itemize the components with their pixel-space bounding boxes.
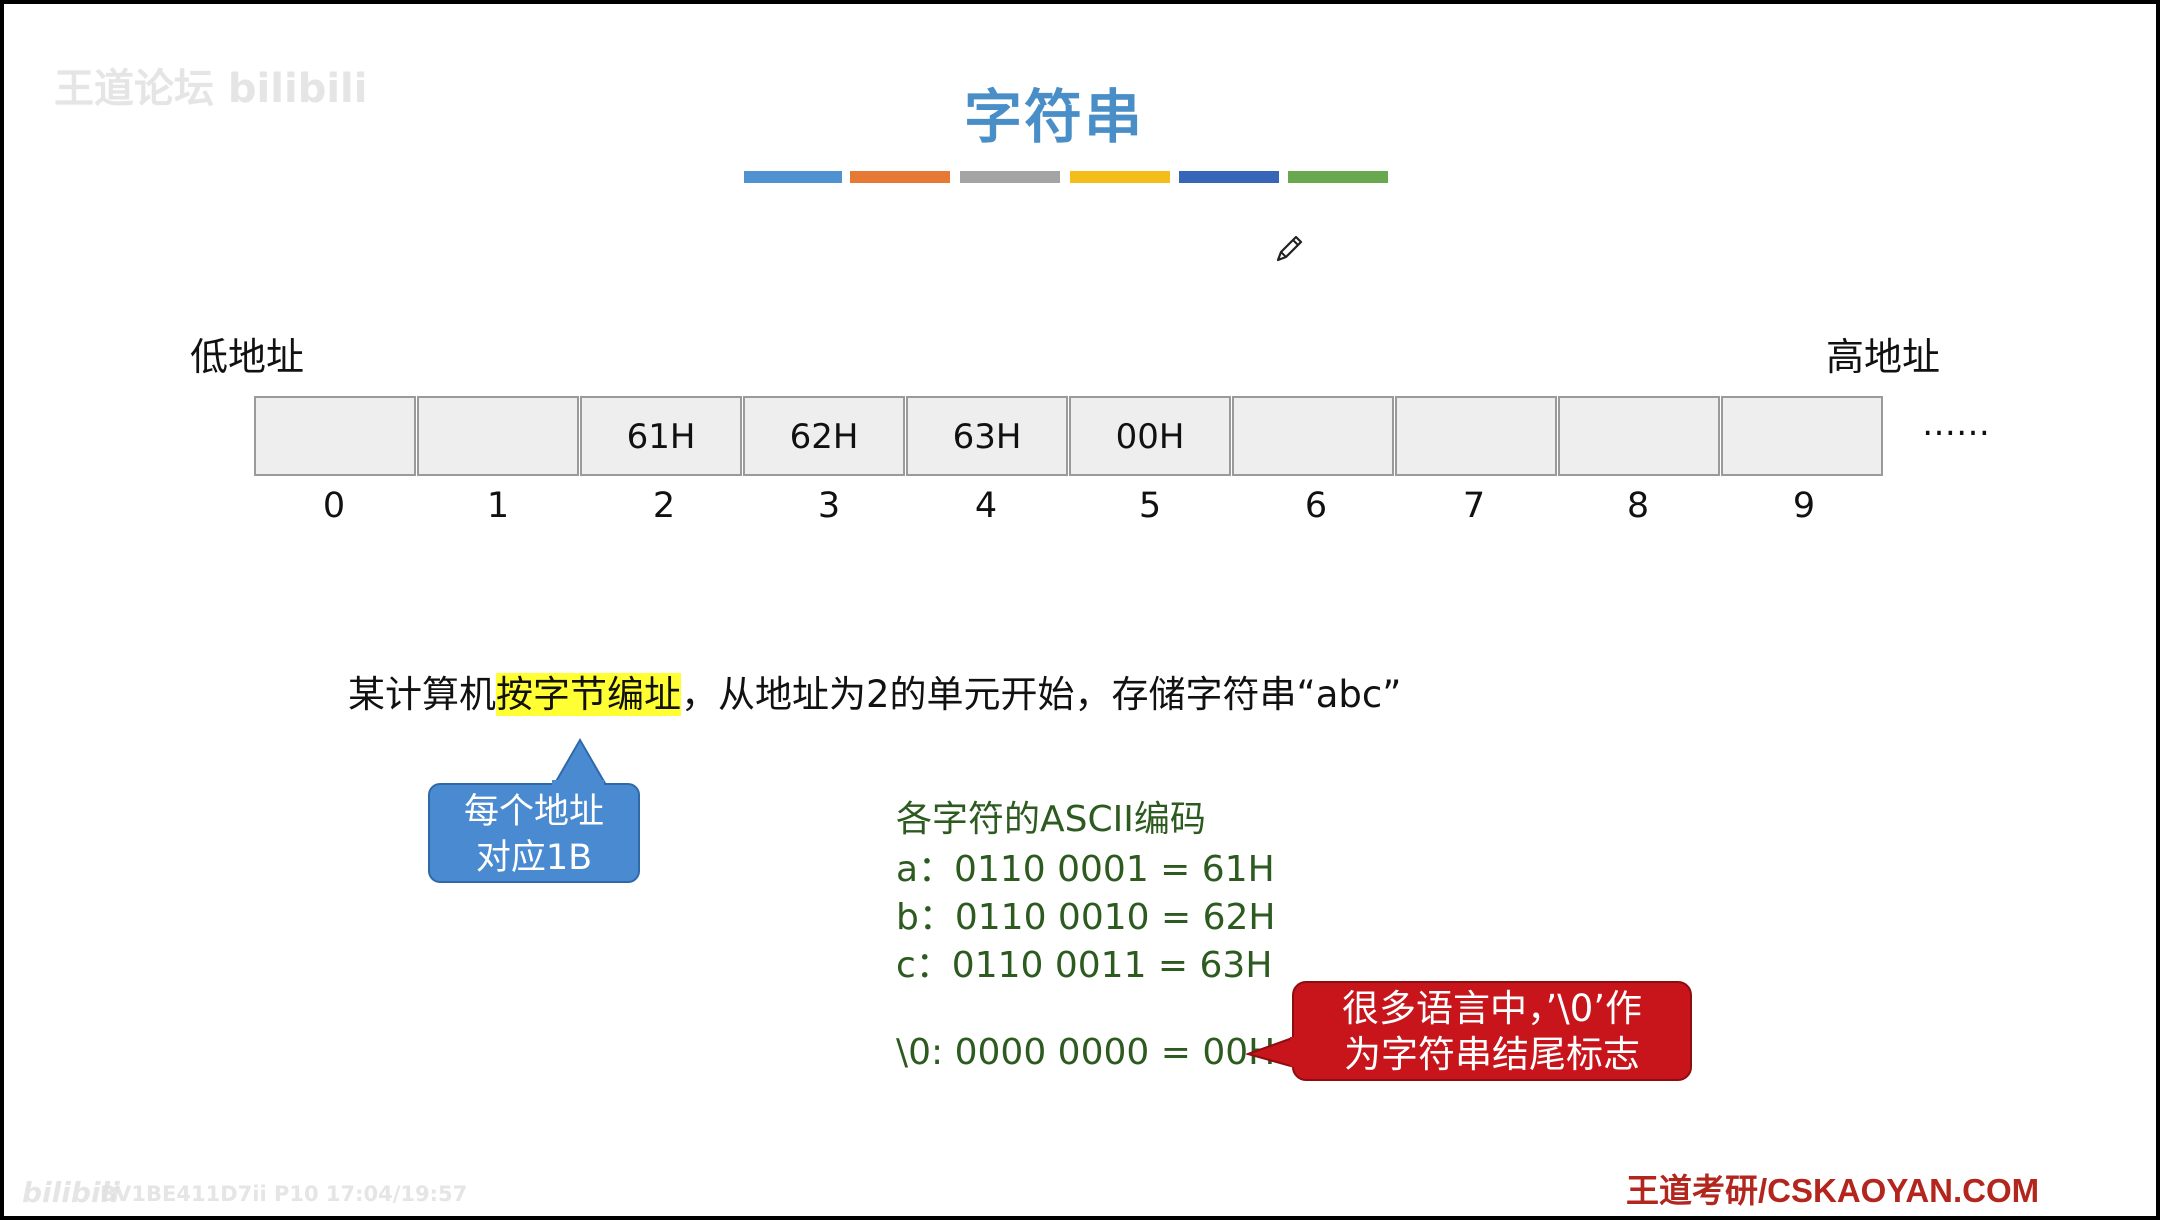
ascii-a: a：0110 0001 = 61H [896, 849, 1275, 890]
address-index-0: 0 [322, 486, 346, 526]
ascii-b: b：0110 0010 = 62H [896, 897, 1276, 938]
footer-brand: 王道考研/CSKAOYAN.COM [1626, 1172, 2040, 1209]
callout-nul-joint [1290, 1037, 1296, 1067]
title-bar-6 [1288, 171, 1388, 183]
memory-cell-0 [254, 396, 416, 476]
title-bar-2 [850, 171, 950, 183]
memory-cell-1 [417, 396, 579, 476]
slide: 王道论坛 bilibili bilibili BV1BE411D7ii P10 … [4, 4, 2156, 1216]
callout-nul-line1: 很多语言中，’\0’作 [1341, 987, 1643, 1030]
memory-cell-7 [1395, 396, 1557, 476]
ascii-heading: 各字符的ASCII编码 [896, 799, 1206, 840]
address-index-8: 8 [1626, 486, 1650, 526]
callout-byte-pointer [553, 738, 607, 786]
pencil-icon[interactable] [1272, 232, 1306, 266]
sentence-end: ，从地址为2的单元开始，存储字符串“abc” [681, 673, 1402, 716]
ascii-nul: \0: 0000 0000 = 00H [896, 1032, 1276, 1073]
callout-byte-line1: 每个地址 [463, 792, 604, 832]
watermark-logo-bottom: bilibili [22, 1176, 120, 1209]
sentence-start: 某计算机 [348, 673, 496, 716]
high-address-label: 高地址 [1826, 335, 1941, 379]
low-address-label: 低地址 [190, 335, 305, 379]
ascii-c: c：0110 0011 = 63H [896, 945, 1273, 986]
callout-nul-terminator: 很多语言中，’\0’作 为字符串结尾标志 [1292, 981, 1692, 1081]
callout-byte-line2: 对应1B [475, 838, 593, 878]
address-index-2: 2 [652, 486, 676, 526]
address-index-5: 5 [1138, 486, 1162, 526]
address-index-1: 1 [486, 486, 510, 526]
callout-nul-line2: 为字符串结尾标志 [1344, 1033, 1640, 1076]
address-index-7: 7 [1462, 486, 1486, 526]
title-bar-5 [1179, 171, 1279, 183]
memory-cell-8 [1558, 396, 1720, 476]
memory-cell-2: 61H [580, 396, 742, 476]
callout-byte-address: 每个地址 对应1B [428, 783, 640, 883]
callout-byte-joint [552, 780, 604, 786]
title-bar-4 [1070, 171, 1170, 183]
address-index-6: 6 [1304, 486, 1328, 526]
callout-nul-pointer [1246, 1035, 1299, 1069]
memory-cell-3: 62H [743, 396, 905, 476]
address-index-9: 9 [1792, 486, 1816, 526]
title-bar-3 [960, 171, 1060, 183]
watermark-video-info: BV1BE411D7ii P10 17:04/19:57 [100, 1182, 468, 1206]
slide-title: 字符串 [963, 83, 1144, 151]
sentence-highlight: 按字节编址 [496, 673, 681, 716]
problem-sentence: 某计算机按字节编址，从地址为2的单元开始，存储字符串“abc” [348, 664, 1401, 718]
address-index-3: 3 [817, 486, 841, 526]
memory-cell-6 [1232, 396, 1394, 476]
memory-cell-5: 00H [1069, 396, 1231, 476]
title-bar-1 [744, 171, 842, 183]
watermark-top-left: 王道论坛 bilibili [54, 66, 368, 112]
address-index-4: 4 [974, 486, 998, 526]
memory-cell-4: 63H [906, 396, 1068, 476]
memory-ellipsis: …… [1922, 404, 1990, 444]
memory-cell-9 [1721, 396, 1883, 476]
